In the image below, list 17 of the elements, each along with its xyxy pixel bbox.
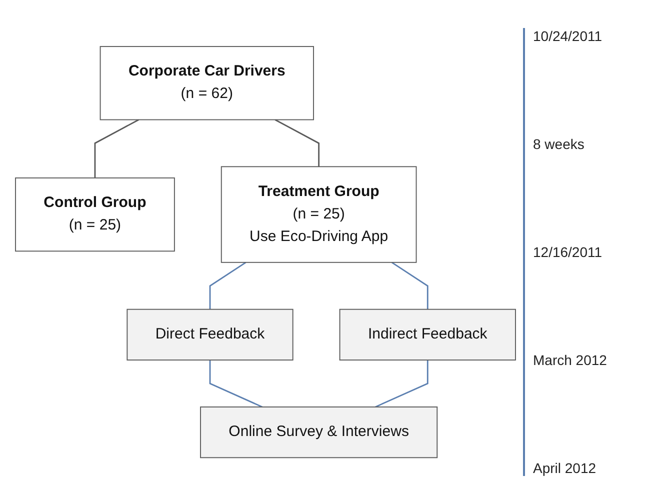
node-box: Corporate Car Drivers (n = 62)	[100, 46, 314, 120]
node-box: Treatment Group (n = 25) Use Eco-Driving App	[220, 166, 417, 263]
timeline-label: March 2012	[533, 352, 608, 368]
connector	[209, 262, 246, 310]
connector	[274, 119, 320, 167]
node-box: Online Survey & Interviews	[200, 406, 438, 458]
timeline-label: April 2012	[533, 460, 598, 476]
node-box: Indirect Feedback	[339, 308, 516, 360]
connector	[94, 119, 140, 178]
connector	[391, 262, 428, 310]
node-box: Control Group (n = 25)	[15, 177, 175, 252]
timeline-label: 8 weeks	[533, 136, 586, 152]
connector	[209, 360, 263, 408]
timeline-label: 10/24/2011	[533, 28, 604, 44]
timeline-label: 12/16/2011	[533, 244, 604, 260]
connector	[375, 360, 428, 408]
node-box: Direct Feedback	[126, 308, 294, 360]
